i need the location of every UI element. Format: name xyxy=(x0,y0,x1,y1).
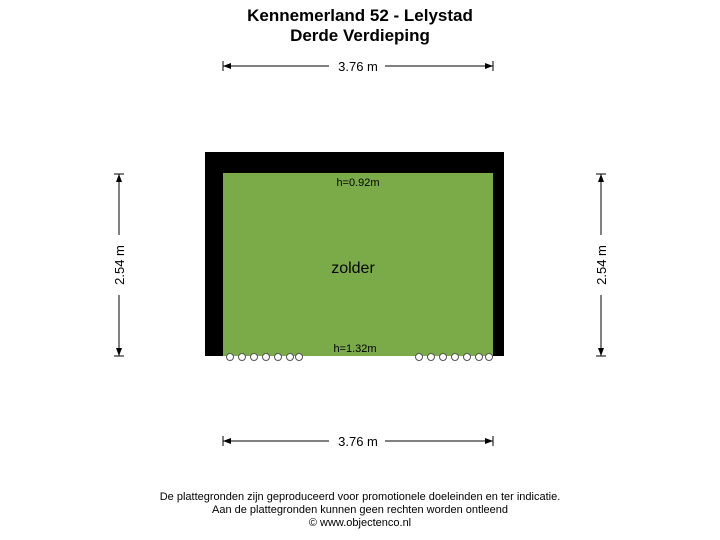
dimension-top: 3.76 m xyxy=(222,59,494,74)
disclaimer-line-1: De plattegronden zijn geproduceerd voor … xyxy=(159,491,561,503)
dimension-bottom: 3.76 m xyxy=(222,434,494,449)
room-height-bottom: h=1.32m xyxy=(333,343,376,355)
window-symbol-left xyxy=(226,353,303,361)
room-zolder xyxy=(223,173,493,356)
plan-title-floor: Derde Verdieping xyxy=(290,26,430,45)
disclaimer-line-2: Aan de plattegronden kunnen geen rechten… xyxy=(211,504,508,516)
dimension-left: 2.54 m xyxy=(112,173,127,357)
dimension-right: 2.54 m xyxy=(594,173,609,357)
plan-title-address: Kennemerland 52 - Lelystad xyxy=(247,6,473,25)
room-height-top: h=0.92m xyxy=(336,177,379,189)
copyright-line: © www.objectenco.nl xyxy=(308,517,412,529)
dimension-bottom-label: 3.76 m xyxy=(338,434,378,449)
dimension-left-label: 2.54 m xyxy=(112,245,127,285)
dimension-right-label: 2.54 m xyxy=(594,245,609,285)
window-symbol-right xyxy=(415,353,493,361)
room-label: zolder xyxy=(331,260,375,277)
dimension-top-label: 3.76 m xyxy=(338,59,378,74)
